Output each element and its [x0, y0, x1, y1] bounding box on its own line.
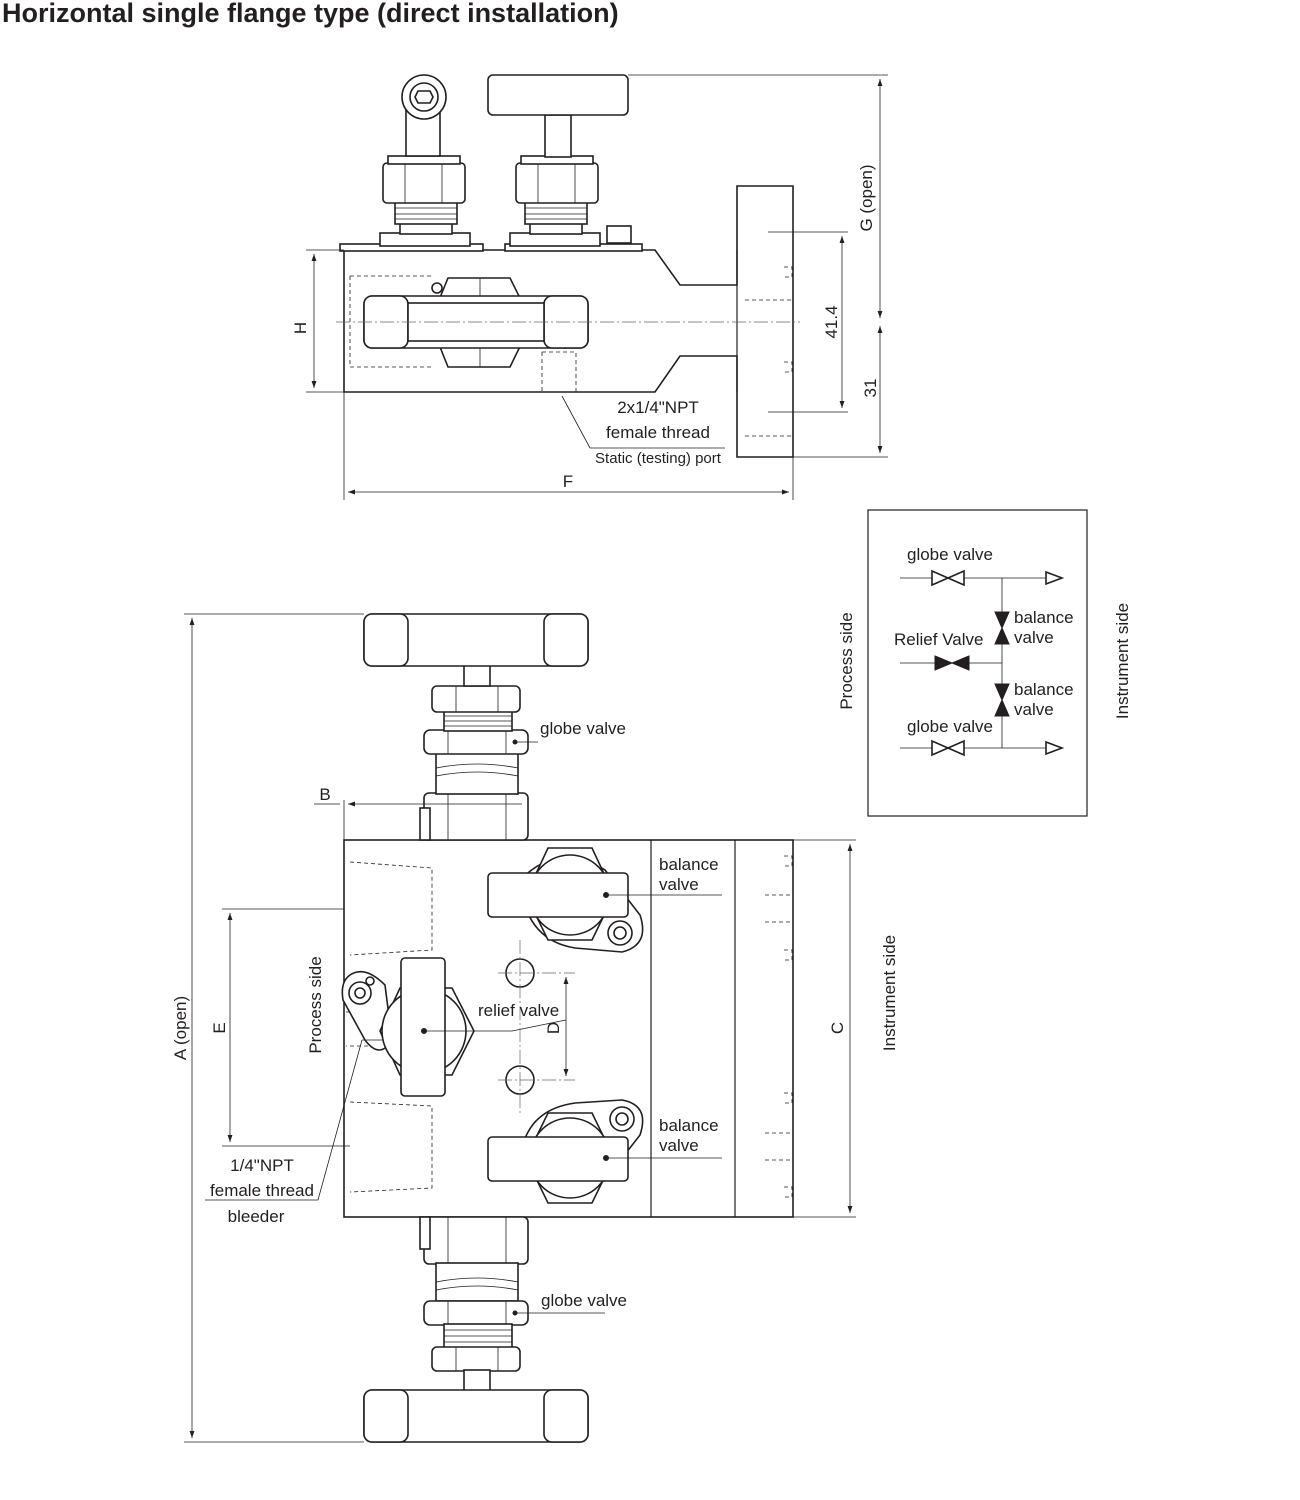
top-globe-upper-label: globe valve [540, 719, 626, 738]
top-relief-label: relief valve [478, 1001, 559, 1020]
side-globe-valve-right [487, 74, 632, 247]
top-balance-lower-l2: valve [659, 1136, 699, 1155]
schem-globe-top-label: globe valve [907, 545, 993, 564]
side-dimensions [306, 74, 888, 500]
schem-balance-valve-top [994, 611, 1010, 630]
top-balance-lower-l1: balance [659, 1116, 719, 1135]
bleeder-label-line3: bleeder [228, 1207, 285, 1226]
top-dimensions [184, 613, 856, 1443]
flange-hidden-holes [745, 266, 793, 437]
top-globe-valve-upper [363, 613, 589, 841]
schem-balance-top-l2: valve [1014, 628, 1054, 647]
top-balance-upper-l1: balance [659, 855, 719, 874]
dim-c-label: C [828, 1022, 847, 1034]
schem-process-side: Process side [837, 612, 856, 709]
top-balance-valve-lower [487, 1099, 722, 1204]
dim-e-label: E [210, 1022, 229, 1033]
dim-31-label: 31 [861, 379, 880, 398]
dim-b-label: B [319, 785, 330, 804]
side-view [306, 74, 888, 500]
top-instrument-side-label: Instrument side [880, 935, 899, 1051]
schem-balance-bottom-l2: valve [1014, 700, 1054, 719]
side-globe-valve-left [379, 74, 471, 247]
dim-g-label: G (open) [857, 164, 876, 231]
schem-relief-label: Relief Valve [894, 630, 983, 649]
schem-balance-valve-bottom [994, 683, 1010, 702]
top-relief-valve [341, 957, 567, 1097]
page-title: Horizontal single flange type (direct in… [2, 0, 619, 28]
schem-balance-top-l1: balance [1014, 608, 1074, 627]
top-balance-valve-upper [487, 847, 722, 953]
port-label-line2: female thread [606, 423, 710, 442]
dim-a-label: A (open) [171, 996, 190, 1060]
dim-h-label: H [291, 322, 310, 334]
schem-globe-bottom-label: globe valve [907, 717, 993, 736]
port-label-line1: 2x1/4"NPT [617, 398, 699, 417]
schematic-box [867, 509, 1088, 817]
schem-balance-bottom-l1: balance [1014, 680, 1074, 699]
bleeder-label-line1: 1/4"NPT [230, 1156, 294, 1175]
top-process-side-label: Process side [306, 956, 325, 1053]
top-balance-upper-l2: valve [659, 875, 699, 894]
top-globe-valve-lower [363, 1216, 605, 1443]
dim-d-label: D [544, 1022, 563, 1034]
schem-instrument-side: Instrument side [1113, 603, 1132, 719]
dim-f-label: F [563, 472, 573, 491]
schem-globe-valve-bottom [931, 739, 950, 757]
bleeder-label-line2: female thread [210, 1181, 314, 1200]
top-view [184, 613, 856, 1443]
top-globe-lower-label: globe valve [541, 1291, 627, 1310]
dim-41-label: 41.4 [822, 305, 841, 338]
schem-globe-valve-top [931, 569, 950, 587]
schem-relief-valve [934, 655, 954, 671]
port-label-line3: Static (testing) port [595, 450, 722, 467]
